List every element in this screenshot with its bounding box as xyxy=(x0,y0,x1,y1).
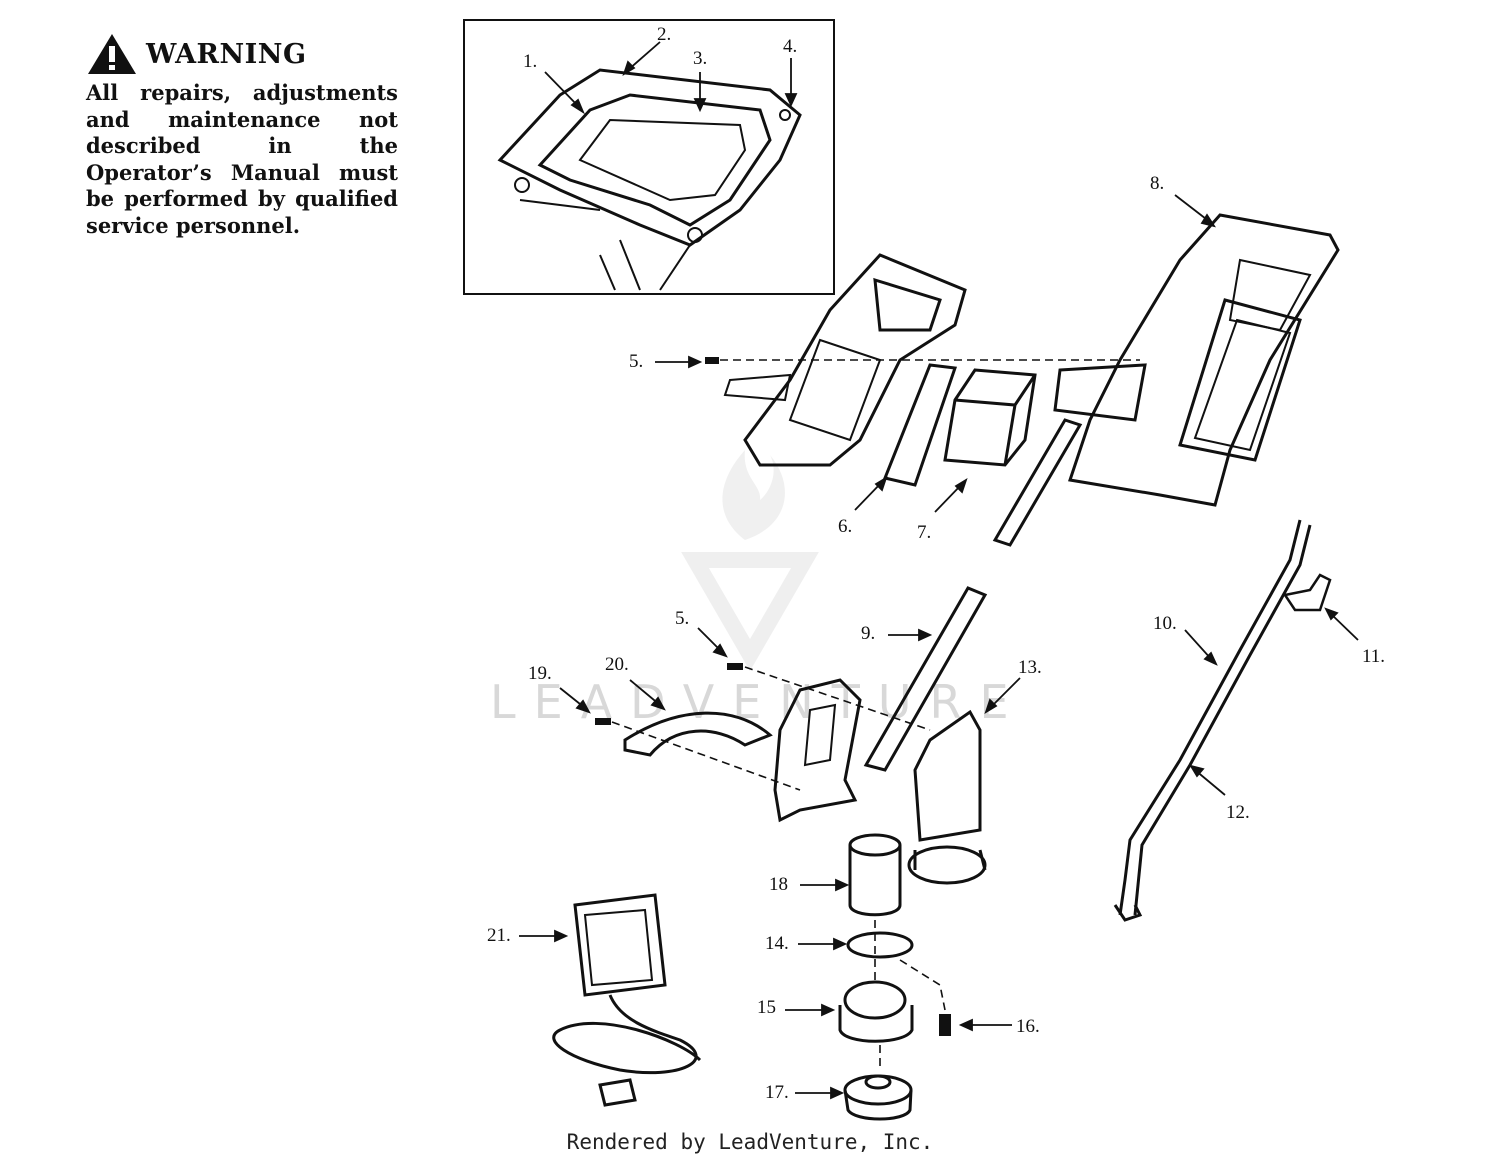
callout-8: 8. xyxy=(1150,173,1164,194)
callout-13: 13. xyxy=(1018,657,1042,678)
callout-6: 6. xyxy=(838,516,852,537)
warning-block: WARNING All repairs, adjustments and mai… xyxy=(86,32,406,239)
callout-9: 9. xyxy=(861,623,875,644)
callout-4: 4. xyxy=(783,36,797,57)
motor-housing-half xyxy=(773,678,862,823)
motor-housing-part-13 xyxy=(907,709,987,885)
callout-16: 16. xyxy=(1016,1016,1040,1037)
motor-part-18 xyxy=(848,833,902,917)
screw-part-19 xyxy=(595,718,611,725)
callout-20: 20. xyxy=(605,654,629,675)
callout-10: 10. xyxy=(1153,613,1177,634)
callout-3: 3. xyxy=(693,48,707,69)
footer-credit: Rendered by LeadVenture, Inc. xyxy=(566,1130,934,1154)
spacer-part-14 xyxy=(846,931,914,959)
spool-housing-part-15 xyxy=(838,980,914,1043)
warning-heading: WARNING xyxy=(86,32,406,76)
shaft-tube-upper xyxy=(992,418,1083,547)
screw-part-16 xyxy=(939,1014,951,1036)
leader-arrows xyxy=(519,41,1359,1100)
callout-15: 15 xyxy=(757,997,776,1018)
callout-1: 1. xyxy=(523,51,537,72)
switch-housing-half xyxy=(723,253,967,467)
spool-part-17 xyxy=(843,1074,913,1121)
warning-triangle-icon xyxy=(88,34,136,74)
callout-5-lower: 5. xyxy=(675,608,689,629)
charger-part-21 xyxy=(552,893,702,1107)
callout-17: 17. xyxy=(765,1082,789,1103)
inset-detail-box xyxy=(463,19,835,295)
power-cable-part-10-12 xyxy=(1113,519,1312,922)
callout-18: 18 xyxy=(769,874,788,895)
watermark-text: LEADVENTURE xyxy=(490,675,1027,729)
watermark-logo xyxy=(681,450,819,671)
callout-7: 7. xyxy=(917,522,931,543)
assembly-lines xyxy=(611,359,1140,1070)
warning-title: WARNING xyxy=(146,38,307,70)
callout-2: 2. xyxy=(657,24,671,45)
guard-part-20 xyxy=(623,711,773,757)
screw-part-5-lower xyxy=(727,663,743,670)
screw-part-5-upper xyxy=(705,357,719,364)
callout-11: 11. xyxy=(1362,646,1385,667)
callout-12: 12. xyxy=(1226,802,1250,823)
battery-pack-part-7 xyxy=(943,368,1037,467)
battery-strip-part-6 xyxy=(882,363,958,487)
handle-housing-part-8 xyxy=(1053,213,1340,507)
callout-5-upper: 5. xyxy=(629,351,643,372)
warning-text: All repairs, adjustments and maintenance… xyxy=(86,80,398,238)
callout-14: 14. xyxy=(765,933,789,954)
connector-part-11 xyxy=(1282,573,1332,612)
callout-19: 19. xyxy=(528,663,552,684)
shaft-part-9 xyxy=(863,586,988,772)
callout-21: 21. xyxy=(487,925,511,946)
